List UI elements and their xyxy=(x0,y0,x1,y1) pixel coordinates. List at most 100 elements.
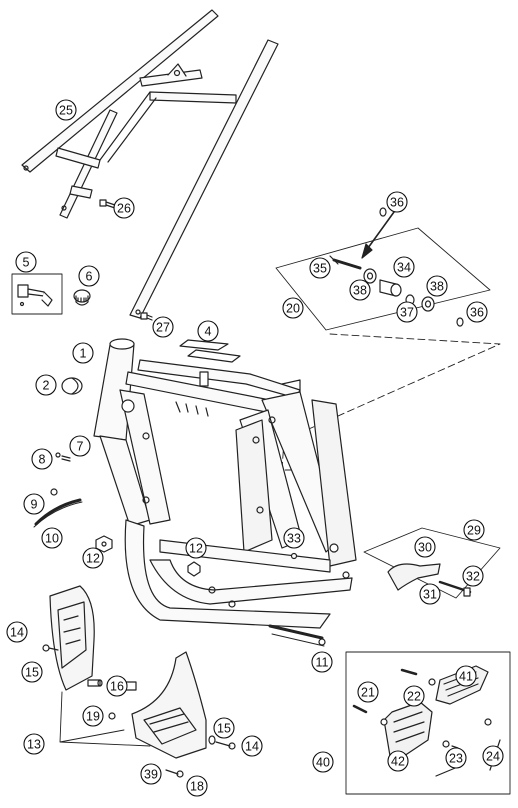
callout-10: 10 xyxy=(41,527,63,549)
callout-circle xyxy=(349,279,371,301)
callout-31: 31 xyxy=(419,583,441,605)
callout-number: 31 xyxy=(423,588,437,602)
callout-13: 13 xyxy=(23,733,45,755)
cap-2-drawing xyxy=(61,377,83,395)
callout-number: 38 xyxy=(353,284,367,298)
callout-circle xyxy=(283,527,305,549)
plate-20-outline xyxy=(275,227,491,331)
callout-26: 26 xyxy=(113,197,135,219)
callout-8: 8 xyxy=(31,448,53,470)
callout-24: 24 xyxy=(482,745,504,767)
callout-18: 18 xyxy=(186,775,208,797)
callout-circle xyxy=(426,275,448,297)
subframe-drawing xyxy=(21,9,279,319)
callout-number: 22 xyxy=(407,690,421,704)
callout-circle xyxy=(82,705,104,727)
callout-number: 15 xyxy=(217,722,231,736)
callout-circle xyxy=(445,747,467,769)
bolt-14-right-drawing xyxy=(215,741,236,750)
callout-circle xyxy=(414,536,436,558)
frame-guard-left-drawing xyxy=(49,585,95,691)
callout-number: 30 xyxy=(418,541,432,555)
bolt-19-drawing xyxy=(108,712,116,720)
lock-5-drawing xyxy=(17,284,53,307)
callout-number: 33 xyxy=(287,532,301,546)
callout-number: 7 xyxy=(77,440,84,454)
callout-circle xyxy=(241,735,263,757)
callout-circle xyxy=(419,583,441,605)
callout-circle xyxy=(482,745,504,767)
callout-21: 21 xyxy=(357,681,379,703)
assembly-arrow xyxy=(367,211,395,249)
callout-circle xyxy=(396,301,418,323)
callout-15: 15 xyxy=(21,661,43,683)
callout-number: 23 xyxy=(449,752,463,766)
nut-12-mid-drawing xyxy=(187,561,201,577)
footpeg-parts-drawing xyxy=(352,665,501,777)
callout-number: 19 xyxy=(86,710,100,724)
callout-circle xyxy=(463,519,485,541)
callout-27: 27 xyxy=(152,316,174,338)
callout-9: 9 xyxy=(23,493,45,515)
callout-circle xyxy=(23,493,45,515)
callout-36: 36 xyxy=(386,191,408,213)
callout-circle xyxy=(15,251,37,273)
callout-circle xyxy=(386,191,408,213)
callout-number: 35 xyxy=(313,262,327,276)
callout-circle xyxy=(23,733,45,755)
callout-circle xyxy=(6,621,28,643)
callout-circle xyxy=(140,763,162,785)
callout-number: 42 xyxy=(391,755,405,769)
callout-32: 32 xyxy=(462,565,484,587)
callout-number: 8 xyxy=(39,453,46,467)
callout-circle xyxy=(35,374,57,396)
pivot-bolt-11-drawing xyxy=(268,624,326,647)
callout-number: 34 xyxy=(397,261,411,275)
callout-circle xyxy=(72,342,94,364)
callout-circle xyxy=(113,197,135,219)
callout-39: 39 xyxy=(140,763,162,785)
callout-circle xyxy=(82,547,104,569)
callout-number: 24 xyxy=(486,750,500,764)
callout-number: 36 xyxy=(390,196,404,210)
callout-number: 25 xyxy=(59,104,73,118)
callout-number: 14 xyxy=(245,740,259,754)
callout-15: 15 xyxy=(213,717,235,739)
callout-number: 40 xyxy=(316,756,330,770)
callout-number: 5 xyxy=(23,256,30,270)
callout-number: 39 xyxy=(144,768,158,782)
callout-number: 27 xyxy=(156,321,170,335)
callout-circle xyxy=(106,675,128,697)
hose-10-drawing xyxy=(33,488,83,528)
callout-circle xyxy=(78,265,100,287)
callout-19: 19 xyxy=(82,705,104,727)
callout-circle xyxy=(455,665,477,687)
callout-number: 16 xyxy=(110,680,124,694)
callout-number: 15 xyxy=(25,666,39,680)
callout-number: 10 xyxy=(45,532,59,546)
spacer-16-left-drawing xyxy=(87,679,103,687)
bearing-parts-drawing xyxy=(329,207,464,327)
callout-36: 36 xyxy=(466,301,488,323)
callout-11: 11 xyxy=(311,651,333,673)
callout-number: 13 xyxy=(27,738,41,752)
main-frame-drawing xyxy=(93,338,357,629)
callout-37: 37 xyxy=(396,301,418,323)
callout-circle xyxy=(69,435,91,457)
callout-29: 29 xyxy=(463,519,485,541)
callout-circle xyxy=(185,537,207,559)
callout-14: 14 xyxy=(241,735,263,757)
callout-number: 29 xyxy=(467,524,481,538)
callout-circle xyxy=(282,297,304,319)
item-5-box xyxy=(11,273,63,315)
callout-25: 25 xyxy=(55,99,77,121)
callout-circle xyxy=(197,320,219,342)
callout-number: 18 xyxy=(190,780,204,794)
callout-33: 33 xyxy=(283,527,305,549)
frame-guard-right-drawing xyxy=(131,651,207,759)
assembly-arrow-head xyxy=(361,243,373,259)
leader-13 xyxy=(59,691,151,747)
callout-circle xyxy=(309,257,331,279)
callout-number: 26 xyxy=(117,202,131,216)
